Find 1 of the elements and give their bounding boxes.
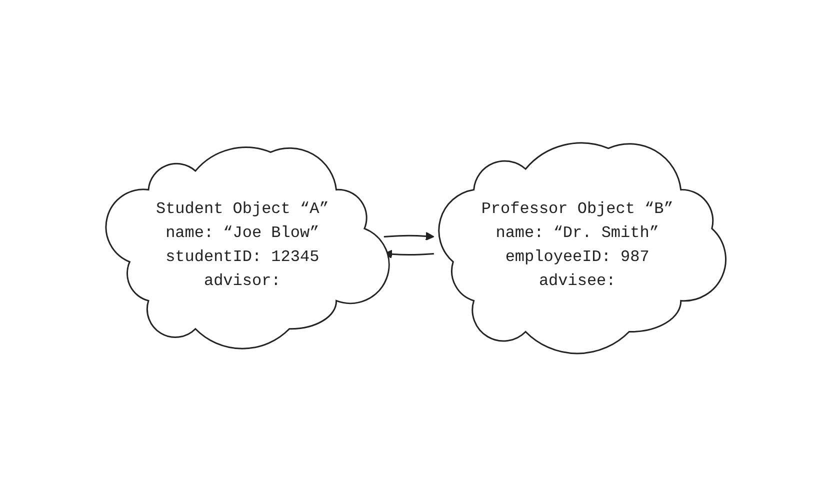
arrow [384,232,434,241]
